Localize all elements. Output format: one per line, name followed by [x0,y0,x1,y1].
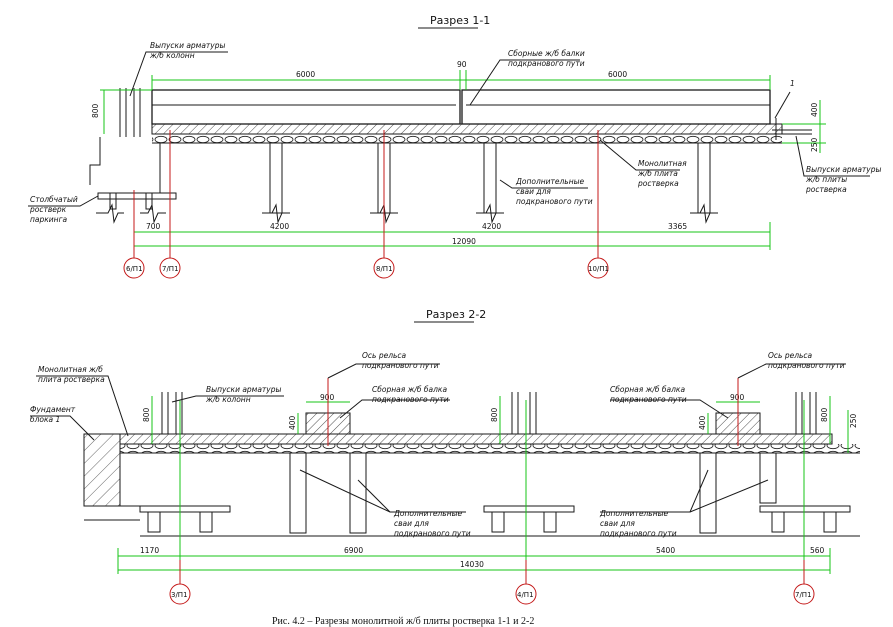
dim2-beam-left-w: 900 [320,393,335,402]
slab-2 [119,433,860,454]
label-piles-3: подкранового пути [516,197,593,206]
dim-gap: 90 [457,60,467,69]
label2-piles-right-2: сваи для [600,519,635,528]
label-slab-rebar-1: Выпуски арматуры [806,165,881,174]
label2-beam-left-1: Сборная ж/б балка [372,385,447,394]
axis2-7: 7/П1 [795,591,812,599]
dim-d2: 4200 [270,222,289,231]
label-slab-2: ж/б плита [637,169,678,178]
dim2-total: 14030 [460,560,484,569]
precast-beams [151,89,771,125]
axes-1: 6/П1 7/П1 8/П1 10/П1 [123,130,609,279]
dim2-beam-left-h: 400 [288,415,297,430]
label-beams-1: Сборные ж/б балки [508,49,585,58]
label-slab-rebar-2: ж/б плиты [805,175,847,184]
dim2-h-left: 800 [142,407,151,422]
label-slab-rebar-3: ростверка [805,185,847,194]
label-grillage-1: Столбчатый [30,195,78,204]
parking-grillage [96,192,177,224]
label2-piles-right-1: Дополнительные [599,509,669,518]
dim2-d1: 1170 [140,546,159,555]
piles-2 [139,452,860,537]
section-2-title: Разрез 2-2 [426,308,486,321]
dim-span-right: 6000 [608,70,627,79]
label2-beam-left-2: подкранового пути [372,395,449,404]
dim-total: 12090 [452,237,476,246]
label-slab-3: ростверка [637,179,679,188]
label2-beam-right-1: Сборная ж/б балка [610,385,685,394]
axis2-3: 3/П1 [171,591,188,599]
axis-7: 7/П1 [162,265,179,273]
label2-piles-left-2: сваи для [394,519,429,528]
dim2-beam-right-w: 900 [730,393,745,402]
label2-rail-left-2: подкранового пути [362,361,439,370]
dim-h-left: 800 [91,103,100,118]
beams-2 [305,412,761,435]
dim-d3: 4200 [482,222,501,231]
axes-2: 3/П1 4/П1 7/П1 [169,378,815,605]
axis-8: 8/П1 [376,265,393,273]
dim-d4: 3365 [668,222,687,231]
slab-rebar-end: 1 [772,79,812,140]
label-beams-2: подкранового пути [508,59,585,68]
dim2-slab: 250 [849,413,858,428]
label-column-rebar-2: ж/б колонн [149,51,195,60]
dim2-h-mid: 800 [490,407,499,422]
label2-rail-left-1: Ось рельса [362,351,407,360]
dim2-d4: 560 [810,546,825,555]
label2-foundation-1: Фундамент [30,405,76,414]
dim-h-right: 400 [810,102,819,117]
slab-1 [151,123,783,144]
label2-slab-2: плита ростверка [38,375,105,384]
label-grillage-3: паркинга [30,215,68,224]
labels-1: Выпуски арматуры ж/б колонн Сборные ж/б … [28,41,881,224]
dim2-d2: 6900 [344,546,363,555]
label2-piles-right-3: подкранового пути [600,529,677,538]
label-column-rebar-1: Выпуски арматуры [150,41,225,50]
dim2-h-right: 800 [820,407,829,422]
label2-beam-right-2: подкранового пути [610,395,687,404]
section-1-title: Разрез 1-1 [430,14,490,27]
label2-piles-left-3: подкранового пути [394,529,471,538]
label2-column-rebar-1: Выпуски арматуры [206,385,281,394]
label2-piles-left-1: Дополнительные [393,509,463,518]
label2-slab-1: Монолитная ж/б [38,365,103,374]
label2-foundation-2: блока 1 [30,415,60,424]
section-mark: 1 [790,79,795,88]
label2-rail-right-2: подкранового пути [768,361,845,370]
label-piles-1: Дополнительные [515,177,585,186]
label2-rail-right-1: Ось рельса [768,351,813,360]
dim2-beam-right-h: 400 [698,415,707,430]
label-piles-2: сваи для [516,187,551,196]
axis-10: 10/П1 [588,265,609,273]
dim2-d3: 5400 [656,546,675,555]
section-2-2: Разрез 2-2 [30,308,860,605]
foundation-block [83,433,140,521]
labels-2: Монолитная ж/б плита ростверка Фундамент… [30,351,846,538]
axis2-4: 4/П1 [517,591,534,599]
axis-6: 6/П1 [126,265,143,273]
dim-span-left: 6000 [296,70,315,79]
dim-d1: 700 [146,222,161,231]
dim-slab: 250 [810,137,819,152]
figure-caption: Рис. 4.2 – Разрезы монолитной ж/б плиты … [272,616,534,627]
dims-1-top: 6000 6000 90 800 400 250 [91,60,826,153]
piles-1 [159,142,718,224]
label2-column-rebar-2: ж/б колонн [205,395,251,404]
column-rebar-stubs [89,88,141,185]
label-grillage-2: ростверк [29,205,67,214]
column-stubs-2 [161,392,817,434]
section-1-1: Разрез 1-1 [28,14,881,279]
label-slab-1: Монолитная [638,159,687,168]
